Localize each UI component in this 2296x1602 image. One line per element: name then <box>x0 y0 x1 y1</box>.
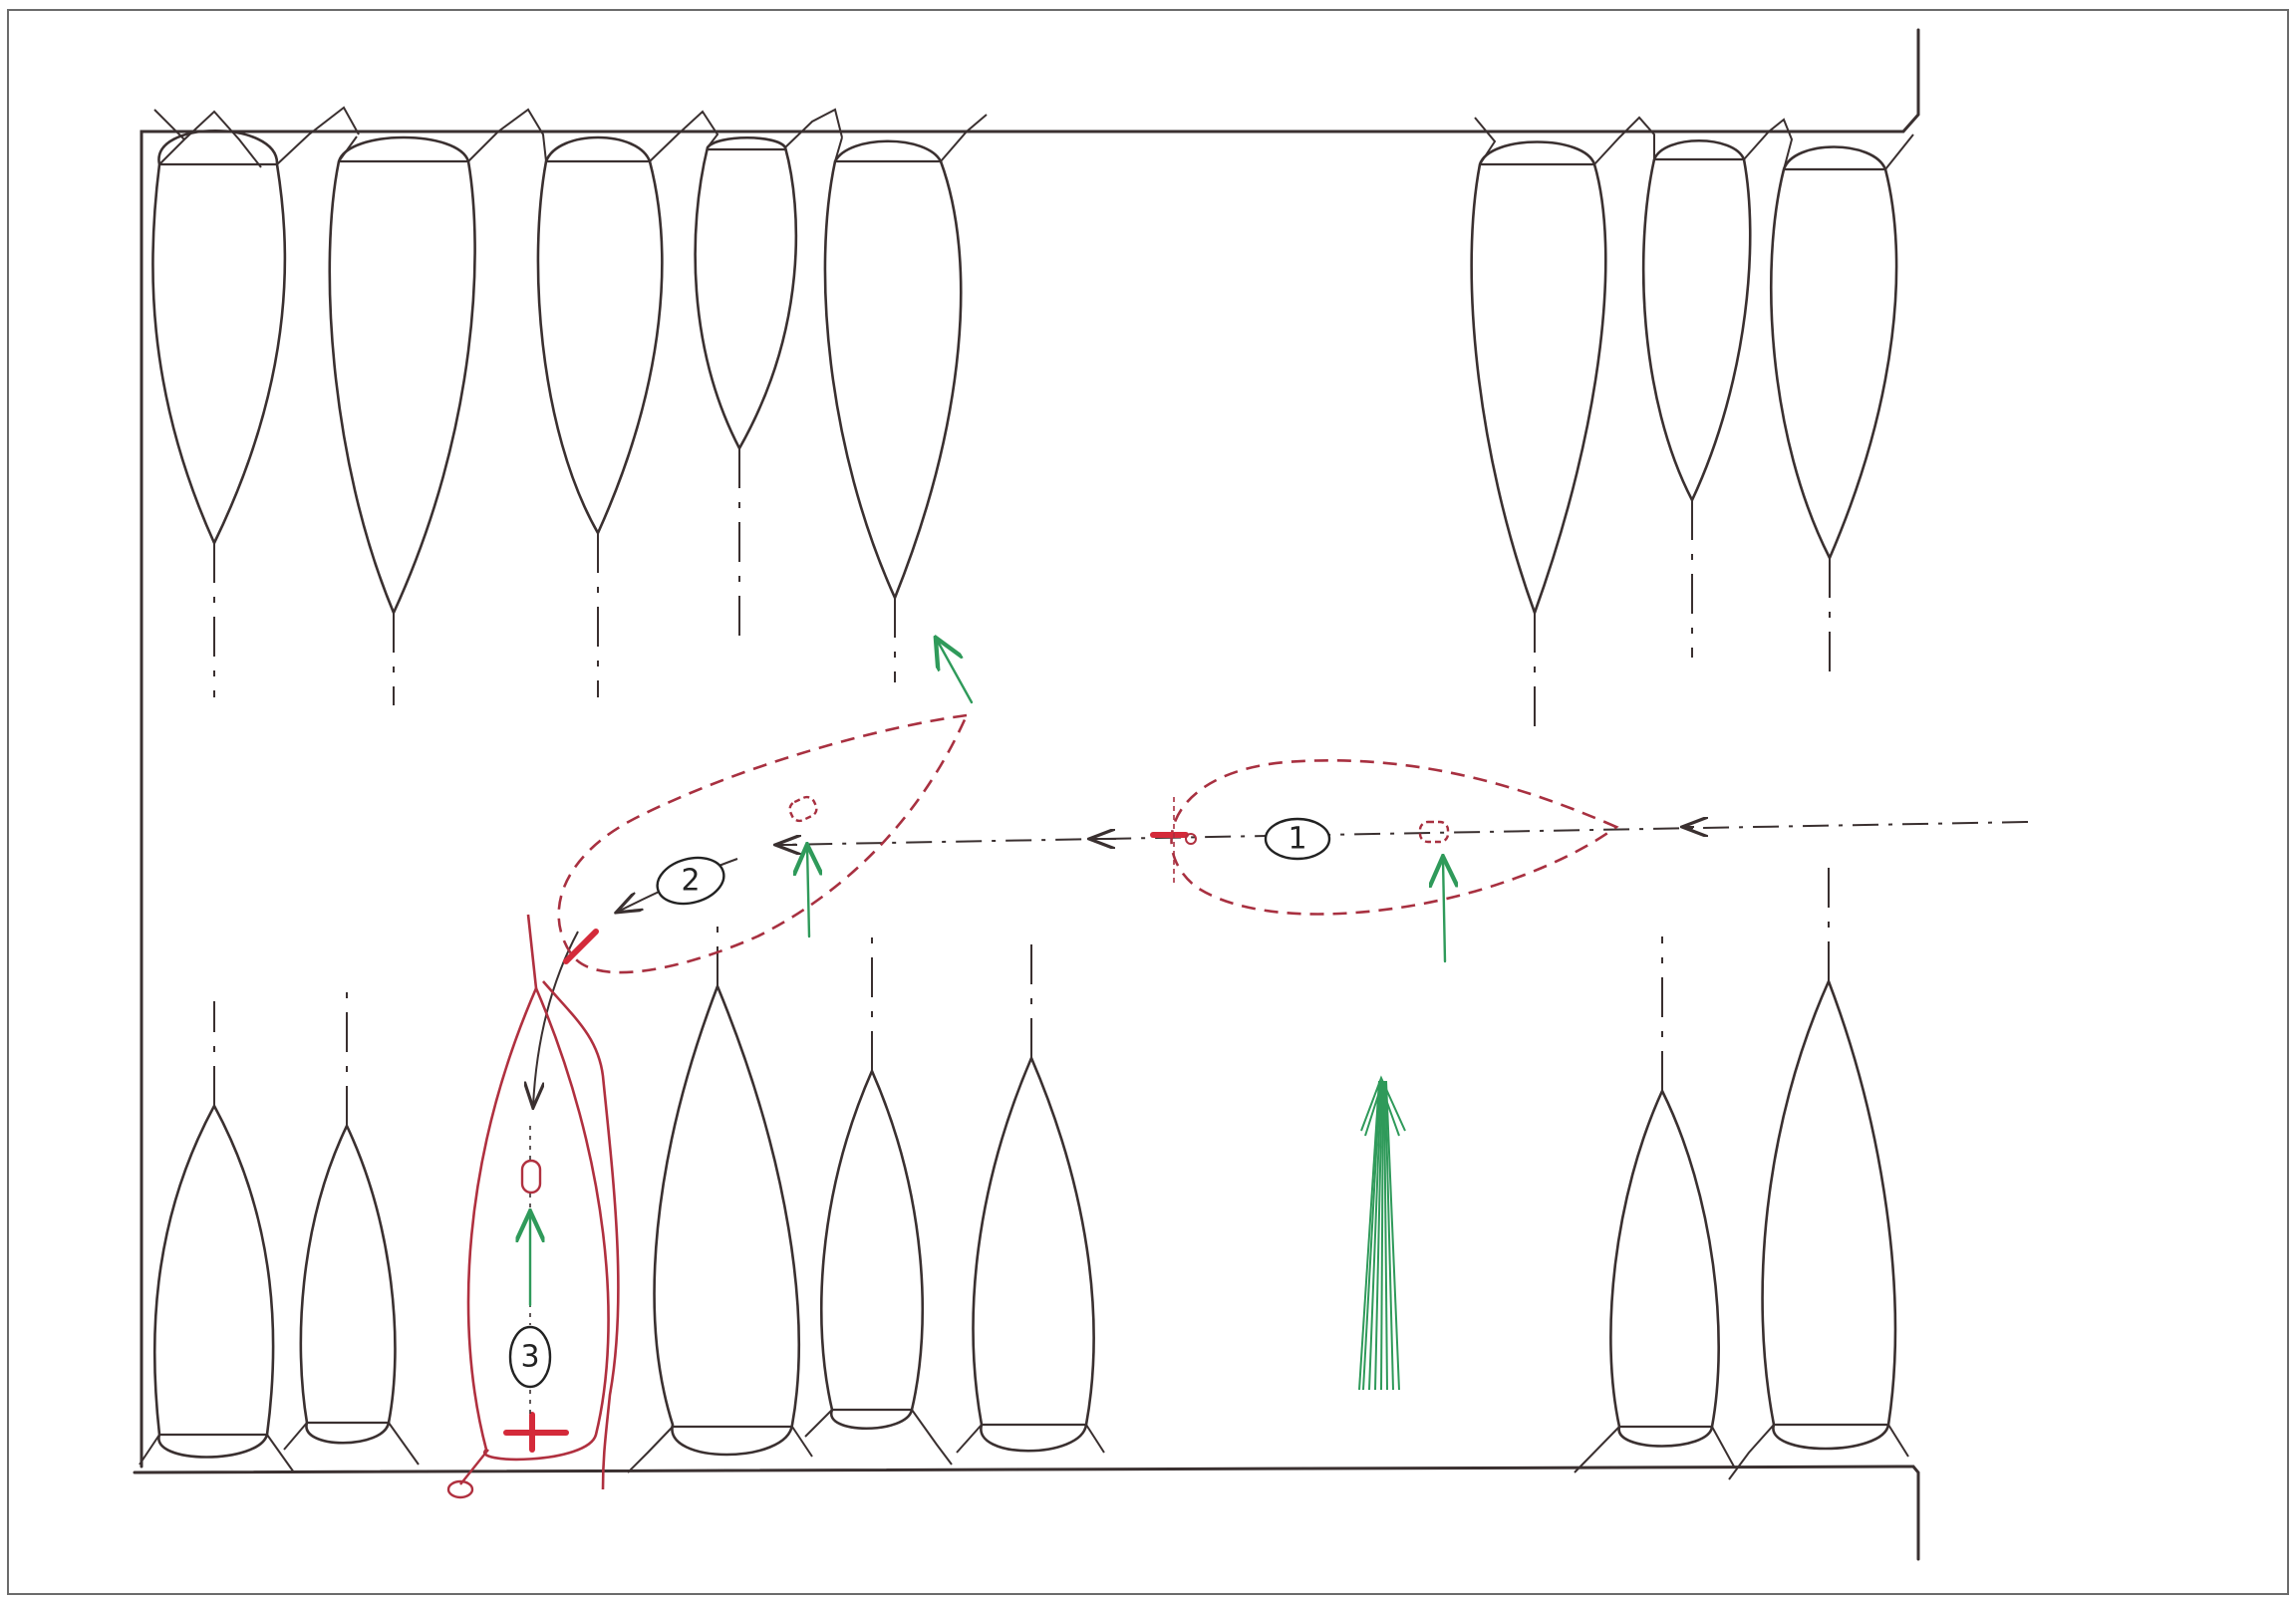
moored-boat <box>152 1001 275 1459</box>
moored-boat <box>820 936 924 1431</box>
maneuver-step-3: 3 <box>446 914 620 1499</box>
moored-boat <box>823 139 963 682</box>
stern-line <box>459 1449 489 1485</box>
mast-marker <box>1418 820 1450 844</box>
top-row-boats <box>151 106 1914 727</box>
bottom-pier <box>133 1465 1920 1561</box>
top-mooring-lines <box>153 106 1914 170</box>
dock-outline <box>133 28 1920 1561</box>
step-3-label: 3 <box>520 1340 539 1375</box>
approach-path <box>533 821 2029 1106</box>
mast-marker <box>788 795 818 823</box>
mooring-buoy <box>446 1479 474 1499</box>
moored-boat <box>1761 867 1897 1451</box>
moored-boat <box>1641 138 1752 658</box>
moored-boat <box>299 986 397 1445</box>
moored-boat <box>328 135 476 705</box>
wind-direction-large-arrow <box>1358 1075 1406 1391</box>
step-2-label: 2 <box>681 864 700 899</box>
mast-marker <box>520 1159 542 1195</box>
moored-boat <box>1609 936 1720 1448</box>
moored-boat <box>151 130 287 697</box>
bottom-mooring-lines <box>139 1409 1909 1480</box>
outer-frame <box>7 9 2289 1595</box>
moored-boat <box>1470 140 1607 727</box>
moored-boat <box>653 917 800 1457</box>
moored-boat <box>694 135 798 648</box>
bottom-row-boats <box>139 867 1909 1480</box>
step-3-badge <box>508 1325 552 1389</box>
moored-boat <box>1769 145 1898 677</box>
step-2-badge <box>656 856 725 906</box>
wind-arrow <box>807 847 809 938</box>
step-1-label: 1 <box>1288 822 1306 857</box>
wind-arrow <box>937 640 974 704</box>
maneuver-step-2: 2 <box>557 713 970 974</box>
approach-line <box>776 821 2029 846</box>
moored-boat <box>972 936 1095 1453</box>
moored-boat <box>536 135 664 697</box>
step-1-badge <box>1264 817 1331 861</box>
maneuver-step-1: 1 <box>1150 758 1619 916</box>
top-pier <box>140 28 1920 1468</box>
wind-arrow <box>1443 859 1445 963</box>
stern-marker <box>563 929 599 964</box>
wind-indicators <box>530 640 1445 1391</box>
